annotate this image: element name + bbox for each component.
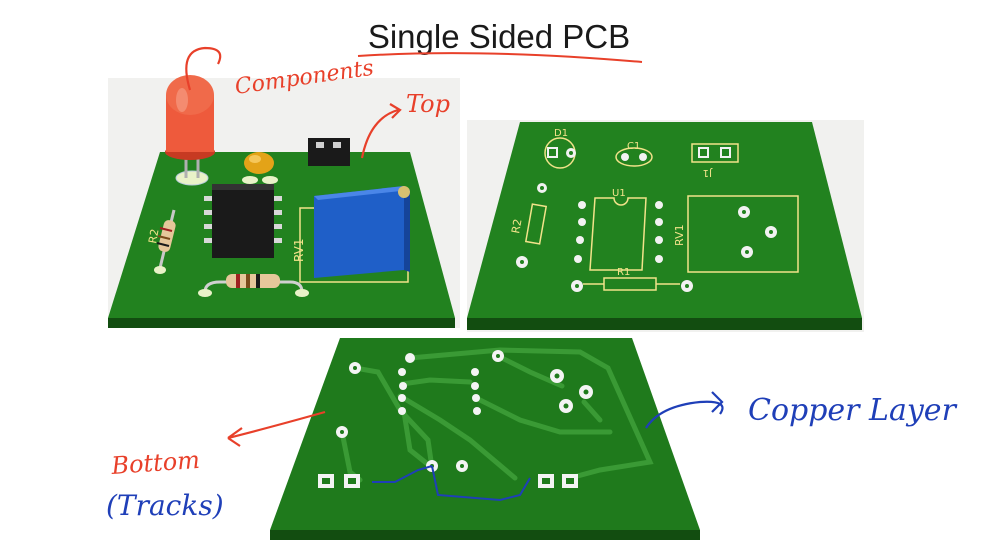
- tracks-annotation: (Tracks): [106, 489, 224, 522]
- copper-tracks: [339, 347, 654, 483]
- board-top-surface: [467, 122, 862, 318]
- capacitor-component: [242, 152, 278, 184]
- silk-u1: U1: [612, 188, 626, 199]
- silk-r1: R1: [617, 267, 630, 278]
- header-connector: [308, 138, 350, 166]
- silk-rv1: RV1: [673, 224, 686, 246]
- led-component: [165, 75, 215, 186]
- silk-r2: R2: [509, 218, 524, 235]
- bottom-arrow: [227, 410, 326, 447]
- silk-rv1-top: RV1: [292, 238, 306, 262]
- board-edge: [108, 318, 455, 328]
- board-edge: [467, 318, 862, 330]
- top-view-3d-panel: RV1 R2: [108, 75, 460, 328]
- page-title: Single Sided PCB: [367, 18, 631, 55]
- copper-layer-arrow: [645, 391, 724, 429]
- resistor-r2-component: [154, 209, 176, 274]
- top-arrow: [360, 103, 402, 159]
- potentiometer-component: [299, 186, 410, 283]
- resistor-r1-component: [198, 274, 309, 297]
- highlighted-track: [372, 465, 531, 502]
- silk-j1: J1: [703, 167, 713, 178]
- silkscreen-view-panel: D1 C1 J1 R2 U1 R1 RV1: [467, 120, 864, 332]
- silk-c1: C1: [627, 141, 640, 152]
- board-edge: [270, 530, 700, 540]
- copper-layer-annotation: Copper Layer: [748, 393, 958, 428]
- silk-r2-top: R2: [146, 228, 161, 245]
- components-arrow: [185, 46, 222, 91]
- title-underline: [357, 52, 643, 63]
- silk-d1: D1: [554, 128, 568, 139]
- bottom-annotation: Bottom: [109, 446, 200, 480]
- top-annotation: Top: [406, 90, 450, 118]
- ic-chip-component: [204, 184, 282, 258]
- bottom-copper-panel: [270, 338, 700, 540]
